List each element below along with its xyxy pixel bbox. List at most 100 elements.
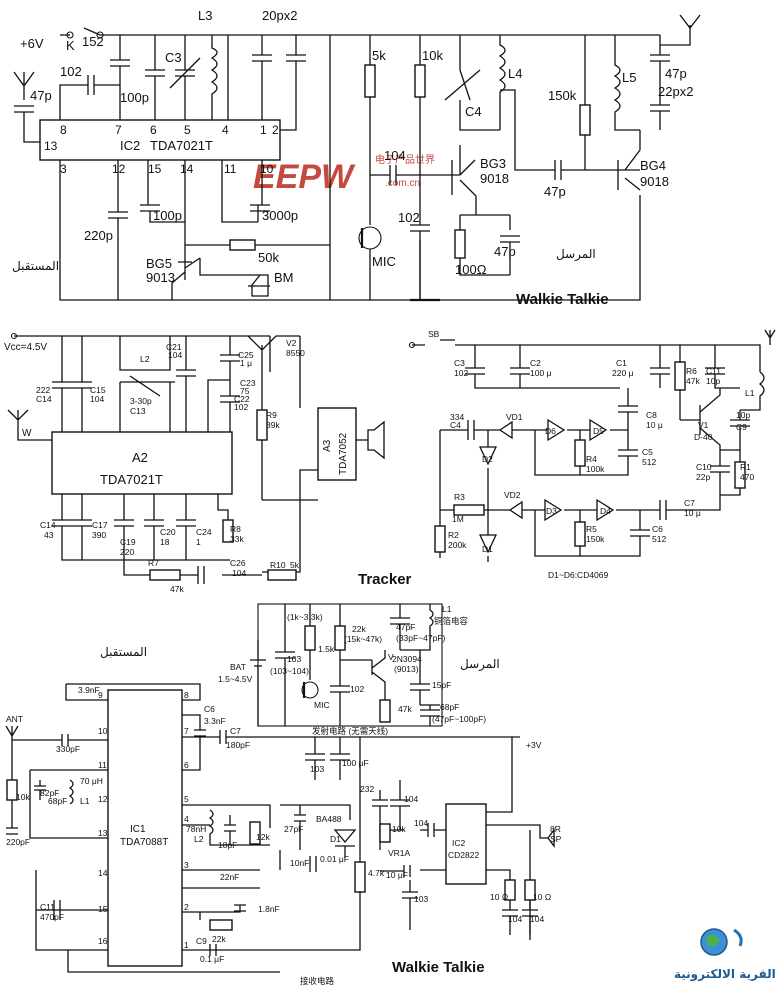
- cap-20px2-label: 20px2: [262, 8, 297, 23]
- c5-val: 512: [642, 457, 656, 467]
- r4-name: R4: [586, 454, 597, 464]
- ic2-pin15: 15: [148, 162, 162, 176]
- r10-resistor: [267, 569, 297, 581]
- vd2-name: VD2: [504, 490, 521, 500]
- r12k-resistor: [249, 821, 261, 845]
- ba488-label: BA488: [316, 814, 342, 824]
- c17-name: C17: [92, 520, 108, 530]
- c10-name: C10: [696, 462, 712, 472]
- tx-r2-range: (15k~47k): [344, 634, 382, 644]
- resistor-10k-label: 10k: [422, 48, 443, 63]
- resistor-50k-label: 50k: [258, 250, 279, 265]
- tx-title: 发射电路 (无需天线): [312, 726, 388, 736]
- cap-3000p-label: 3000p: [262, 208, 298, 223]
- c13-name: C13: [130, 406, 146, 416]
- tx-c102-val: 102: [350, 684, 364, 694]
- r8-resistor: [222, 519, 234, 543]
- cap-232: 232: [360, 784, 374, 794]
- r22k-resistor: [209, 919, 233, 931]
- r2-val: 200k: [448, 540, 467, 550]
- cap-82pf: 82pF: [40, 788, 59, 798]
- c19-name: C19: [120, 537, 136, 547]
- rx-title: 接收电路: [300, 976, 335, 986]
- c23-val: 75: [240, 386, 250, 396]
- cap-27pf: 27pF: [284, 824, 303, 834]
- c26-name: C26: [230, 558, 246, 568]
- c15-name: C15: [90, 385, 106, 395]
- c4r-name: C4: [450, 420, 461, 430]
- tx-mic-symbol: [301, 681, 319, 699]
- bottom-circuit: (1k~3.3k) 1.5k 22k (15k~47k) 47pF (33pF~…: [5, 603, 562, 986]
- ic1-pin14: 14: [98, 868, 108, 878]
- l4-label: L4: [508, 66, 522, 81]
- r7-name: R7: [148, 558, 159, 568]
- tx-bat-name: BAT: [230, 662, 246, 672]
- ic2b-part: CD2822: [448, 850, 479, 860]
- r22k-val: 22k: [212, 934, 226, 944]
- ant-label: ANT: [6, 714, 23, 724]
- c11b-val: 470pF: [40, 912, 64, 922]
- l2b-name: L2: [194, 834, 204, 844]
- c11-name: C11: [706, 366, 721, 376]
- resistor-50k: [229, 239, 256, 251]
- ic1-pin5: 5: [184, 794, 189, 804]
- r1r-name: R1: [740, 462, 751, 472]
- c15-val: 104: [90, 394, 104, 404]
- c21-val: 104: [168, 350, 182, 360]
- switch-label: K: [66, 38, 75, 53]
- ic2-chip: [39, 119, 281, 161]
- supply-3v: +3V: [526, 740, 542, 750]
- c13-val: 3-30p: [130, 396, 152, 406]
- r5-resistor: [574, 521, 586, 547]
- c20-name: C20: [160, 527, 176, 537]
- ic2-label: IC2: [120, 138, 140, 153]
- tx-v-part: 2N3094: [392, 654, 422, 664]
- tx-mic-label: MIC: [314, 700, 330, 710]
- ic2-pin1: 1: [260, 123, 267, 137]
- tx-r2-resistor: [334, 625, 346, 651]
- ic2-pin10: 10: [260, 162, 274, 176]
- tx-r1-resistor: [304, 625, 316, 651]
- cap-104-label: 104: [384, 148, 406, 163]
- c6r-val: 512: [652, 534, 666, 544]
- c9b-val: 0.1 μF: [200, 954, 224, 964]
- cap-10nf: 10nF: [290, 858, 309, 868]
- c20-val: 18: [160, 537, 170, 547]
- r3-name: R3: [454, 492, 465, 502]
- r7-val: 47k: [170, 584, 184, 594]
- r6-name: R6: [686, 366, 697, 376]
- c22-name: C22: [234, 394, 250, 404]
- r7-resistor: [149, 569, 181, 581]
- a2-part: TDA7021T: [100, 472, 163, 487]
- c23-name: C23: [240, 378, 256, 388]
- c7r-name: C7: [684, 498, 695, 508]
- sb-label: SB: [428, 329, 440, 339]
- tracker-circuit: Vcc=4.5V 222 C14 C15 104 L2 3-30p C13 C2…: [4, 332, 412, 594]
- ic1-pin2: 2: [184, 902, 189, 912]
- d1b-name: D1: [330, 834, 341, 844]
- tx-r47-resistor: [379, 699, 391, 723]
- watermark-url: .com.cn: [385, 178, 420, 189]
- ic1-pin1: 1: [184, 940, 189, 950]
- w-antenna-label: W: [22, 428, 32, 439]
- r5-name: R5: [586, 524, 597, 534]
- resistor-5k-label: 5k: [372, 48, 386, 63]
- r8-name: R8: [230, 524, 241, 534]
- r4-val: 100k: [586, 464, 605, 474]
- ic2-pin7: 7: [115, 123, 122, 137]
- c1-val: 220 μ: [612, 368, 634, 378]
- tx-r1-val: 1.5k: [318, 644, 335, 654]
- ic1-pin15: 15: [98, 904, 108, 914]
- c25-val: 1 μ: [240, 358, 252, 368]
- c14b-name: C14: [40, 520, 56, 530]
- c8-name: C8: [646, 410, 657, 420]
- cap-103b: 103: [414, 894, 428, 904]
- tx-r47-val: 47k: [398, 704, 412, 714]
- ic1-pin16: 16: [98, 936, 108, 946]
- d5-name: D5: [593, 426, 604, 436]
- l-78nh: 78nH: [186, 824, 206, 834]
- c17-val: 390: [92, 530, 106, 540]
- c1-name: C1: [616, 358, 627, 368]
- bg4-label: BG4: [640, 158, 666, 173]
- bg4-part: 9018: [640, 174, 669, 189]
